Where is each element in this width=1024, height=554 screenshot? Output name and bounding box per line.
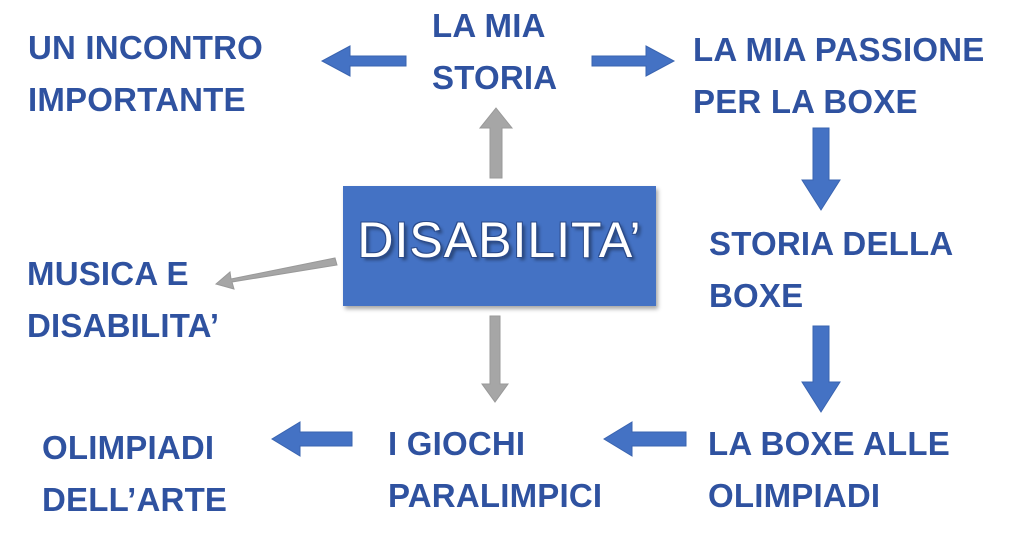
arrow-giochi-to-arte bbox=[271, 421, 353, 457]
node-la-mia-storia: LA MIA STORIA bbox=[432, 0, 557, 104]
arrow-center-to-musica bbox=[214, 257, 338, 290]
node-storia-della-boxe: STORIA DELLA BOXE bbox=[709, 218, 953, 322]
node-un-incontro-importante-line2: IMPORTANTE bbox=[28, 81, 246, 118]
node-musica-e-disabilita: MUSICA E DISABILITA’ bbox=[27, 248, 219, 352]
arrow-center-to-storia bbox=[478, 107, 514, 179]
node-musica-e-disabilita-line1: MUSICA E bbox=[27, 255, 189, 292]
arrow-storia-boxe-to-olimpiadi bbox=[801, 325, 841, 413]
node-musica-e-disabilita-line2: DISABILITA’ bbox=[27, 307, 220, 344]
center-topic-label: DISABILITA’ bbox=[357, 212, 642, 268]
node-la-mia-storia-line2: STORIA bbox=[432, 59, 558, 96]
arrow-storia-to-incontro bbox=[320, 45, 407, 77]
arrow-olimpiadi-to-giochi bbox=[603, 421, 687, 457]
node-la-boxe-alle-olimpiadi-line1: LA BOXE ALLE bbox=[708, 425, 950, 462]
node-la-mia-passione-line1: LA MIA PASSIONE bbox=[693, 31, 985, 68]
arrow-passione-to-storia-boxe bbox=[801, 127, 841, 211]
arrow-center-to-giochi bbox=[481, 315, 509, 403]
center-topic-box: DISABILITA’ bbox=[343, 186, 656, 306]
node-la-mia-storia-line1: LA MIA bbox=[432, 7, 546, 44]
arrow-storia-to-passione bbox=[591, 45, 676, 77]
node-la-boxe-alle-olimpiadi: LA BOXE ALLE OLIMPIADI bbox=[708, 418, 950, 522]
node-i-giochi-paralimpici: I GIOCHI PARALIMPICI bbox=[388, 418, 602, 522]
node-olimpiadi-dellarte-line1: OLIMPIADI bbox=[42, 429, 215, 466]
node-la-mia-passione-line2: PER LA BOXE bbox=[693, 83, 918, 120]
node-la-boxe-alle-olimpiadi-line2: OLIMPIADI bbox=[708, 477, 881, 514]
node-storia-della-boxe-line2: BOXE bbox=[709, 277, 804, 314]
node-i-giochi-paralimpici-line1: I GIOCHI bbox=[388, 425, 526, 462]
node-la-mia-passione: LA MIA PASSIONE PER LA BOXE bbox=[693, 24, 984, 128]
node-un-incontro-importante-line1: UN INCONTRO bbox=[28, 29, 264, 66]
node-i-giochi-paralimpici-line2: PARALIMPICI bbox=[388, 477, 603, 514]
node-un-incontro-importante: UN INCONTRO IMPORTANTE bbox=[28, 22, 263, 126]
node-olimpiadi-dellarte: OLIMPIADI DELL’ARTE bbox=[42, 422, 227, 526]
node-storia-della-boxe-line1: STORIA DELLA bbox=[709, 225, 954, 262]
node-olimpiadi-dellarte-line2: DELL’ARTE bbox=[42, 481, 228, 518]
